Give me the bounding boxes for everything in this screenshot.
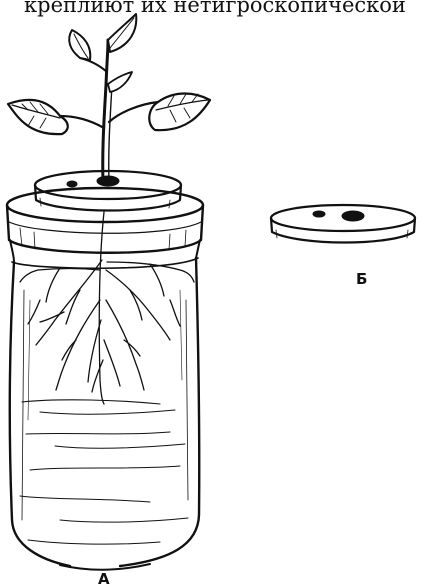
label-disc: Б — [356, 270, 367, 288]
plant-leaves — [8, 14, 210, 134]
label-jar: А — [98, 570, 110, 587]
plant-stem — [60, 40, 158, 182]
separate-disc — [271, 205, 415, 243]
plant-roots — [20, 212, 194, 404]
